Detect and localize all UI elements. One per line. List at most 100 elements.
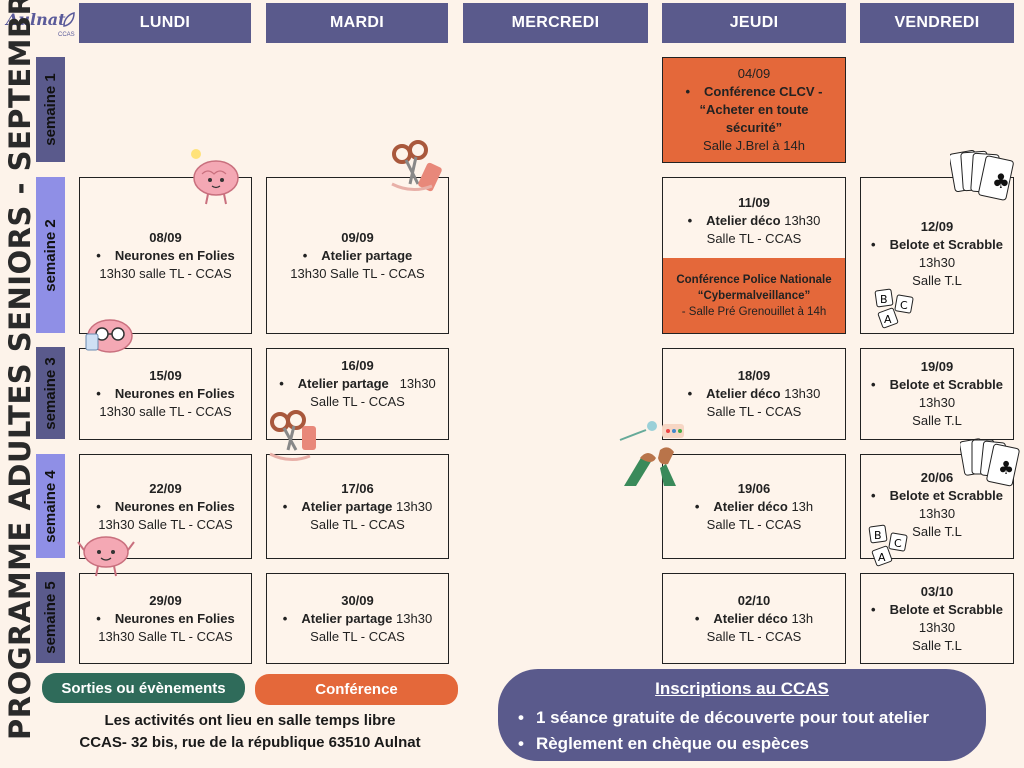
event-cell-09-09: 09/09 Atelier partage 13h30 Salle TL - C… [266, 177, 449, 334]
day-header-vendredi: VENDREDI [860, 3, 1014, 43]
event-activity: Atelier déco [688, 213, 781, 228]
event-cell-02-10: 02/10 Atelier déco 13h Salle TL - CCAS [662, 573, 846, 664]
event-date: 16/09 [341, 358, 374, 373]
event-date: 30/09 [341, 592, 374, 608]
event-detail: Salle TL - CCAS [706, 628, 802, 644]
logo-sub: CCAS [58, 32, 75, 38]
scissors-thread-icon [269, 410, 316, 461]
event-date: 22/09 [149, 480, 182, 496]
day-header-lundi: LUNDI [79, 3, 251, 43]
event-activity: Neurones en Folies [96, 247, 235, 265]
svg-text:B: B [880, 293, 888, 306]
brain-lightbulb-icon [191, 149, 239, 205]
brain-happy-icon [77, 536, 135, 577]
event-activity: Neurones en Folies [96, 385, 235, 403]
legend-outings: Sorties ou évènements [42, 673, 245, 703]
event-detail: 13h30 Salle TL - CCAS [290, 265, 425, 281]
event-detail: Salle T.L [912, 637, 962, 653]
leaf-icon [63, 12, 75, 27]
event-detail: Salle TL - CCAS [310, 394, 405, 409]
week-label-3: semaine 3 [36, 347, 65, 439]
event-activity: Atelier partage [279, 376, 389, 391]
event-cell-11-09: 11/09 Atelier déco 13h30 Salle TL - CCAS… [662, 177, 846, 334]
event-detail: 13h30 Salle TL - CCAS [98, 516, 233, 532]
logo-name: Aulnat [6, 10, 66, 29]
event-cell-29-09: 29/09 Neurones en Folies 13h30 Salle TL … [79, 573, 252, 664]
inscriptions-panel: Inscriptions au CCAS 1 séance gratuite d… [498, 669, 986, 761]
event-date: 20/06 [920, 470, 954, 485]
conference-activity: Conférence Police Nationale “Cybermalvei… [676, 273, 832, 302]
event-activity: Atelier déco [695, 611, 788, 626]
event-time: 13h30 [399, 376, 436, 391]
svg-text:A: A [884, 313, 892, 326]
paint-hands-icon [619, 421, 684, 486]
svg-text:♣: ♣ [998, 458, 1014, 479]
event-activity: Neurones en Folies [96, 610, 235, 628]
week-label-4: semaine 4 [36, 454, 65, 558]
event-detail: Salle TL - CCAS [706, 231, 802, 246]
inscriptions-item: Règlement en chèque ou espèces [518, 731, 929, 757]
event-detail: Salle T.L [912, 524, 962, 539]
inscriptions-item: 1 séance gratuite de découverte pour tou… [518, 705, 929, 731]
event-date: 03/10 [920, 583, 954, 599]
event-cell-04-09: 04/09 Conférence CLCV - “Acheter en tout… [662, 57, 846, 163]
event-time: 13h30 [396, 498, 433, 514]
event-activity: Neurones en Folies [96, 498, 235, 516]
inscriptions-title: Inscriptions au CCAS [655, 679, 829, 698]
event-detail: Salle T.L [912, 413, 962, 428]
footer-line-2: CCAS- 32 bis, rue de la république 63510… [79, 734, 421, 751]
event-date: 09/09 [341, 229, 374, 245]
svg-text:A: A [878, 551, 886, 564]
scissors-thread-icon [391, 140, 442, 192]
event-activity: Atelier partage [283, 611, 393, 626]
event-activity: Belote et Scrabble [871, 237, 1003, 252]
event-detail: Salle T.L [912, 273, 962, 288]
event-activity: Belote et Scrabble [871, 488, 1003, 503]
event-time: 13h30 [396, 610, 433, 626]
event-activity: Conférence CLCV - “Acheter en toute sécu… [671, 83, 837, 137]
event-detail: Salle TL - CCAS [706, 516, 802, 532]
event-date: 15/09 [149, 368, 182, 383]
inscriptions-list: 1 séance gratuite de découverte pour tou… [518, 705, 929, 757]
event-detail: 13h30 salle TL - CCAS [99, 404, 232, 419]
event-time: 13h30 [918, 619, 956, 635]
footer-line-1: Les activités ont lieu en salle temps li… [104, 712, 396, 729]
event-time: 13h [791, 498, 814, 514]
event-time: 13h30 [784, 213, 821, 228]
week-label-2: semaine 2 [36, 177, 65, 333]
day-header-mardi: MARDI [266, 3, 448, 43]
aulnat-logo: Aulnat CCAS [6, 8, 78, 42]
event-detail: Salle J.Brel à 14h [703, 138, 805, 153]
svg-text:C: C [894, 537, 902, 550]
event-date: 29/09 [149, 592, 182, 608]
playing-cards-icon: ♣ [960, 438, 1020, 487]
event-date: 19/06 [737, 480, 771, 496]
event-time: 13h30 [784, 386, 821, 401]
event-activity: Belote et Scrabble [871, 602, 1003, 617]
event-date: 02/10 [737, 592, 771, 608]
conference-detail: - Salle Pré Grenouillet à 14h [681, 305, 827, 318]
event-cell-18-09: 18/09 Atelier déco 13h30 Salle TL - CCAS [662, 348, 846, 440]
event-date: 18/09 [737, 368, 771, 383]
scrabble-tiles-icon: B C A [874, 288, 914, 329]
scrabble-tiles-icon: B C A [868, 524, 908, 567]
event-activity: Atelier déco [688, 386, 781, 401]
event-activity: Atelier partage [283, 499, 393, 514]
brain-glasses-icon [85, 319, 133, 353]
svg-text:C: C [900, 299, 908, 312]
day-header-jeudi: JEUDI [662, 3, 846, 43]
event-cell-12-09: 12/09 Belote et Scrabble 13h30 Salle T.L [860, 177, 1014, 334]
legend-conference: Conférence [255, 674, 458, 705]
event-cell-19-09: 19/09 Belote et Scrabble 13h30 Salle T.L [860, 348, 1014, 440]
event-time: 13h30 [918, 506, 956, 521]
event-date: 08/09 [149, 229, 182, 245]
event-time: 13h30 [918, 255, 956, 270]
event-detail: Salle TL - CCAS [706, 404, 802, 419]
event-date: 19/09 [920, 359, 954, 374]
event-detail: 13h30 Salle TL - CCAS [98, 628, 233, 644]
svg-text:♣: ♣ [992, 169, 1010, 193]
week-label-1: semaine 1 [36, 57, 65, 162]
svg-text:B: B [874, 529, 882, 542]
event-detail: 13h30 salle TL - CCAS [99, 265, 232, 281]
event-activity: Atelier déco [695, 499, 788, 514]
